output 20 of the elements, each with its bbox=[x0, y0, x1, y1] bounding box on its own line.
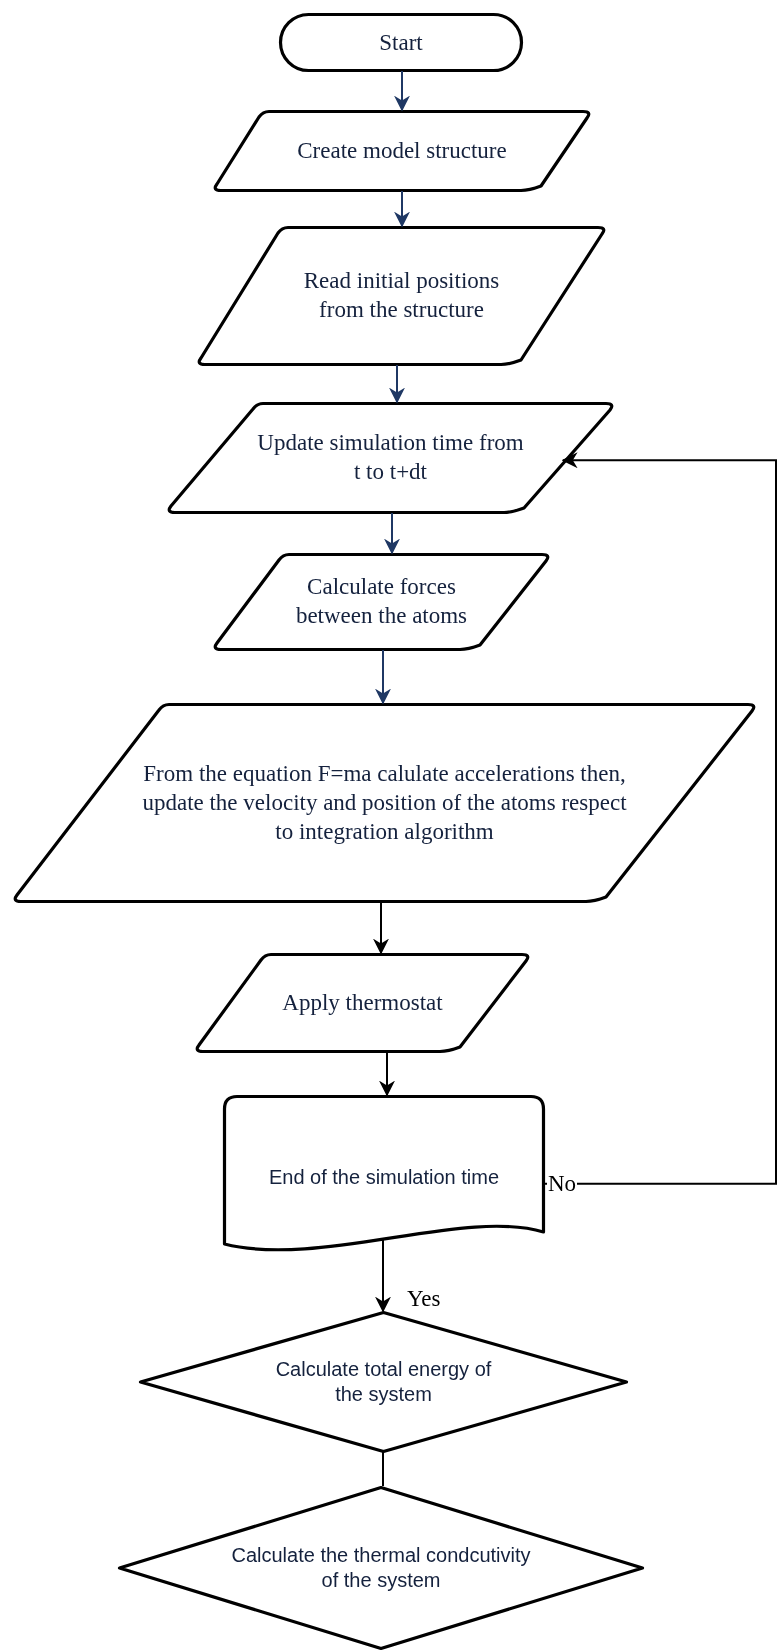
arrow bbox=[375, 1239, 391, 1313]
node-text: Read initial positions from the structure bbox=[302, 267, 501, 324]
arrow bbox=[379, 1051, 395, 1097]
arrow bbox=[384, 512, 400, 555]
node-text: Update simulation time from t to t+dt bbox=[256, 429, 525, 486]
arrow bbox=[394, 190, 410, 228]
node-text: Calculate total energy of the system bbox=[274, 1357, 493, 1407]
node-text: From the equation F=ma calulate accelerations then, update the velocity and position of the atoms respect to integration algorithm bbox=[141, 759, 628, 846]
node-text: Create model structure bbox=[296, 136, 508, 165]
node-text: Apply thermostat bbox=[281, 988, 444, 1017]
node-text: Calculate forces between the atoms bbox=[294, 573, 469, 630]
node-text: Calculate the thermal condcutivity of the system bbox=[231, 1543, 531, 1593]
arrow bbox=[389, 364, 405, 404]
arrow bbox=[373, 901, 389, 955]
arrow bbox=[375, 649, 391, 705]
node-text: End of the simulation time bbox=[267, 1164, 501, 1189]
arrow bbox=[544, 452, 777, 1185]
connector-line bbox=[382, 1451, 384, 1487]
node-text: Start bbox=[378, 28, 424, 57]
arrow bbox=[394, 70, 410, 112]
